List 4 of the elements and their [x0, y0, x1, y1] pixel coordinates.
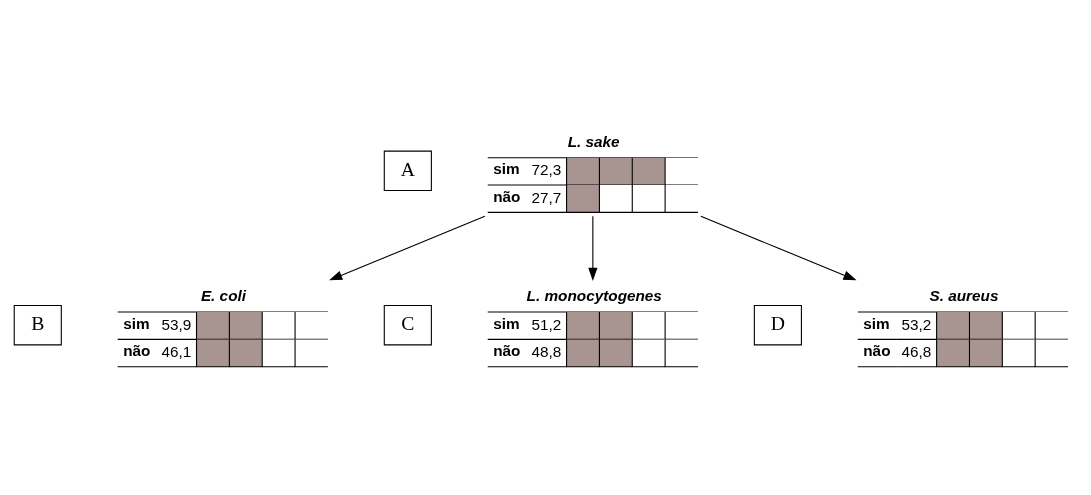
- node-label: L. monocytogenes: [526, 286, 662, 304]
- node-label: L. sake: [567, 132, 620, 150]
- node-label: S. aureus: [929, 286, 999, 304]
- node-text: E. coli sim 53,9 não 46,1: [123, 286, 247, 360]
